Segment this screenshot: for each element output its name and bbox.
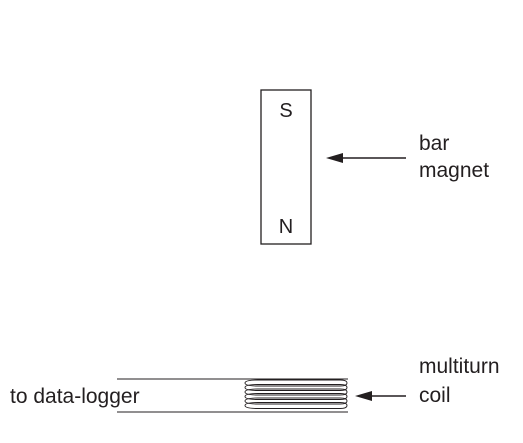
coil-label-line1: multiturn (419, 355, 500, 378)
coil-label-line2: coil (419, 384, 451, 407)
coil-leads (117, 378, 348, 413)
data-logger-label: to data-logger (10, 385, 140, 408)
bar-magnet-body (260, 89, 312, 245)
coil-arrow (355, 391, 406, 401)
bar-magnet: S N (260, 89, 312, 245)
bar-magnet-arrow (326, 153, 406, 163)
bar-magnet-label-line1: bar (419, 132, 449, 155)
south-pole-label: S (279, 100, 292, 122)
bar-magnet-label-line2: magnet (419, 159, 489, 182)
north-pole-label: N (279, 216, 293, 238)
multiturn-coil (244, 379, 348, 409)
